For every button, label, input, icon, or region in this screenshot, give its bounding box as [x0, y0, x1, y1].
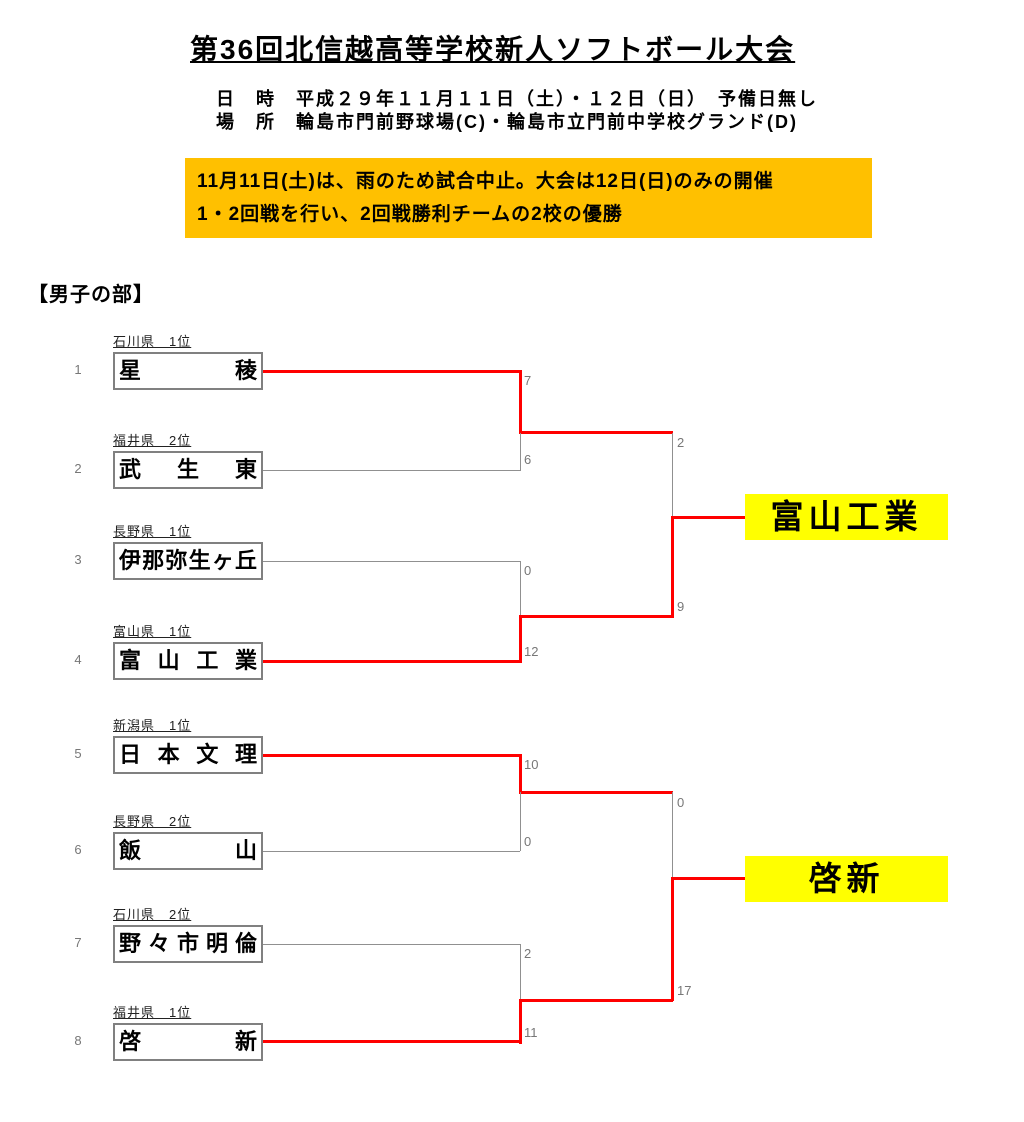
winner-path-segment: [519, 999, 673, 1002]
team-box: 伊那弥生ヶ丘: [113, 542, 263, 580]
winner-path-segment: [671, 877, 747, 880]
bracket-segment: [263, 944, 520, 945]
match-score: 2: [524, 946, 532, 961]
match-score: 0: [524, 563, 532, 578]
bracket-segment: [263, 561, 520, 562]
winner-path-segment: [519, 615, 522, 663]
bracket-segment: [263, 470, 520, 471]
winner-path-segment: [519, 370, 522, 434]
team-box: 飯山: [113, 832, 263, 870]
team-region-label: 新潟県 1位: [113, 718, 192, 733]
seed-number: 2: [74, 461, 82, 476]
winner-path-segment: [519, 431, 673, 434]
match-score: 17: [677, 983, 692, 998]
bracket-segment: [672, 433, 673, 517]
seed-number: 3: [74, 552, 82, 567]
winner-path-segment: [519, 615, 673, 618]
winner-box: 富山工業: [745, 494, 948, 540]
bracket-segment: [520, 944, 521, 1000]
page-title: 第36回北信越高等学校新人ソフトボール大会: [190, 34, 796, 65]
seed-number: 5: [74, 746, 82, 761]
team-region-label: 長野県 2位: [113, 814, 192, 829]
winner-path-segment: [671, 516, 674, 618]
seed-number: 4: [74, 652, 82, 667]
team-region-label: 石川県 2位: [113, 907, 192, 922]
team-box: 星稜: [113, 352, 263, 390]
match-score: 2: [677, 435, 685, 450]
team-region-label: 長野県 1位: [113, 524, 192, 539]
winner-path-segment: [263, 370, 521, 373]
team-region-label: 福井県 2位: [113, 433, 192, 448]
team-box: 日本文理: [113, 736, 263, 774]
bracket-segment: [520, 561, 521, 616]
section-heading-boys: 【男子の部】: [28, 284, 154, 306]
team-region-label: 福井県 1位: [113, 1005, 192, 1020]
bracket-segment: [520, 433, 521, 471]
winner-box: 啓新: [745, 856, 948, 902]
team-region-label: 石川県 1位: [113, 334, 192, 349]
team-region-label: 富山県 1位: [113, 624, 192, 639]
notice-line-2: 1・2回戦を行い、2回戦勝利チームの2校の優勝: [197, 204, 623, 225]
match-score: 7: [524, 373, 532, 388]
winner-path-segment: [519, 999, 522, 1044]
winner-path-segment: [519, 754, 522, 794]
match-score: 12: [524, 644, 539, 659]
event-date-line: 日 時 平成２９年１１月１１日（土）・１２日（日） 予備日無し: [216, 89, 818, 109]
winner-path-segment: [671, 516, 747, 519]
match-score: 6: [524, 452, 532, 467]
winner-path-segment: [263, 660, 521, 663]
bracket-segment: [520, 792, 521, 851]
winner-path-segment: [263, 1040, 521, 1043]
seed-number: 7: [74, 935, 82, 950]
match-score: 10: [524, 757, 539, 772]
notice-line-1: 11月11日(土)は、雨のため試合中止。大会は12日(日)のみの開催: [197, 171, 774, 192]
seed-number: 8: [74, 1033, 82, 1048]
match-score: 0: [677, 795, 685, 810]
team-box: 武生東: [113, 451, 263, 489]
winner-path-segment: [263, 754, 521, 757]
seed-number: 1: [74, 362, 82, 377]
seed-number: 6: [74, 842, 82, 857]
cancellation-notice-box: 11月11日(土)は、雨のため試合中止。大会は12日(日)のみの開催 1・2回戦…: [185, 158, 872, 238]
bracket-segment: [263, 851, 520, 852]
winner-path-segment: [519, 791, 673, 794]
team-box: 野々市明倫: [113, 925, 263, 963]
team-box: 啓新: [113, 1023, 263, 1061]
match-score: 0: [524, 834, 532, 849]
team-box: 富山工業: [113, 642, 263, 680]
bracket-segment: [672, 792, 673, 878]
event-venue-line: 場 所 輪島市門前野球場(C)・輪島市立門前中学校グランド(D): [216, 112, 798, 132]
match-score: 9: [677, 599, 685, 614]
winner-path-segment: [671, 877, 674, 1001]
event-info: 日 時 平成２９年１１月１１日（土）・１２日（日） 予備日無し 場 所 輪島市門…: [216, 88, 818, 134]
match-score: 11: [524, 1025, 538, 1040]
